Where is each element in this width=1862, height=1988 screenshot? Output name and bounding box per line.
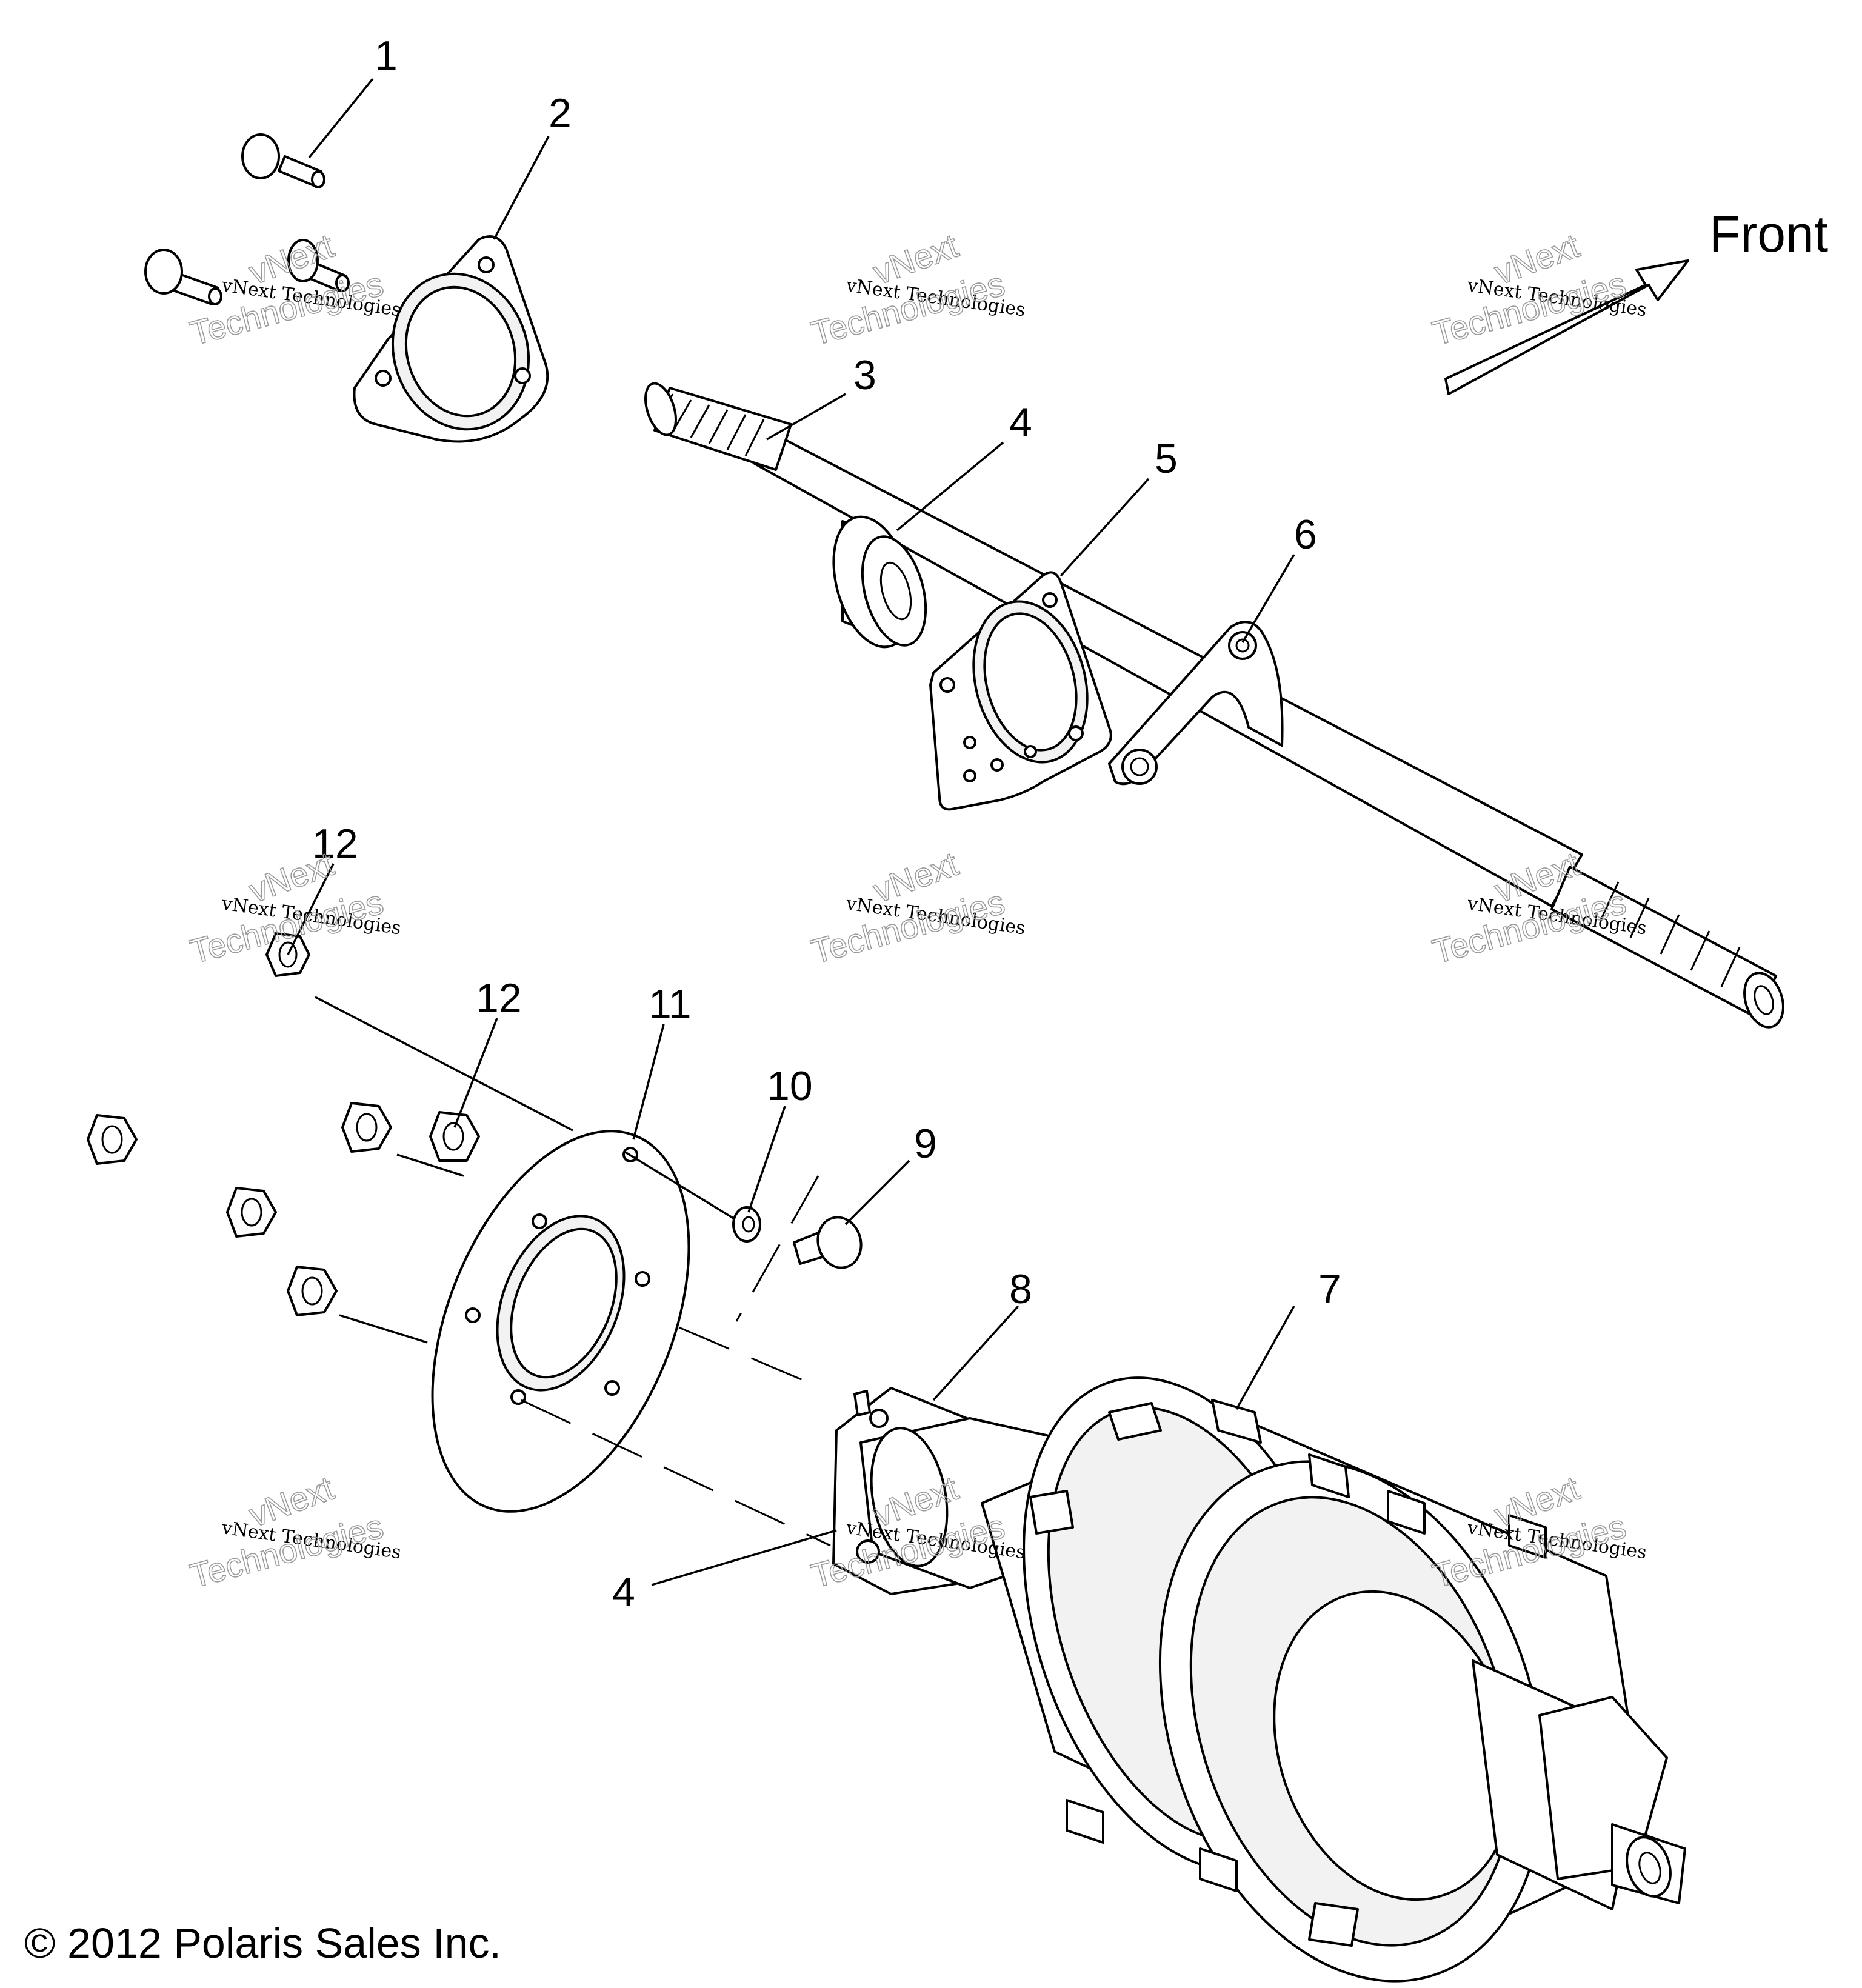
gearcase-7 bbox=[981, 1376, 1686, 1983]
nut bbox=[341, 1102, 392, 1153]
watermark: vNext vNext Technologies Technologies bbox=[807, 225, 1027, 353]
gasket-11 bbox=[431, 1130, 690, 1513]
bolt-1 bbox=[241, 133, 325, 188]
bearing-4 bbox=[832, 515, 927, 649]
callout-1: 1 bbox=[375, 33, 398, 79]
callout-8: 8 bbox=[1009, 1266, 1032, 1312]
nut bbox=[287, 1266, 338, 1316]
leader-lines bbox=[287, 78, 1295, 1586]
watermark: vNext vNext Technologies Technologies bbox=[1428, 844, 1648, 971]
plug-9 bbox=[793, 1216, 863, 1269]
nut-12 bbox=[429, 1111, 480, 1162]
callout-3: 3 bbox=[853, 352, 876, 398]
watermark: vNext vNext Technologies Technologies bbox=[807, 844, 1027, 971]
bolt-1 bbox=[287, 239, 350, 292]
drive-shaft-3 bbox=[644, 382, 1784, 1029]
assembly-lines bbox=[315, 996, 831, 1547]
nut bbox=[87, 1114, 138, 1165]
washer-10 bbox=[732, 1206, 761, 1242]
front-label: Front bbox=[1709, 205, 1828, 262]
callout-12: 12 bbox=[476, 975, 522, 1021]
bearing-flange-2 bbox=[353, 235, 549, 443]
bearing-plate-5 bbox=[929, 571, 1112, 811]
callout-4: 4 bbox=[1009, 399, 1032, 445]
callout-7: 7 bbox=[1318, 1266, 1341, 1312]
copyright-text: © 2012 Polaris Sales Inc. bbox=[24, 1920, 501, 1967]
nut bbox=[226, 1187, 277, 1238]
callout-11: 11 bbox=[649, 981, 692, 1027]
callout-9: 9 bbox=[914, 1121, 937, 1167]
callout-6: 6 bbox=[1294, 512, 1317, 558]
callout-4: 4 bbox=[612, 1569, 635, 1615]
callout-labels: 1 2 3 4 5 6 7 8 9 10 11 12 12 4 bbox=[312, 33, 1341, 1615]
watermark: vNext vNext Technologies Technologies bbox=[1428, 225, 1648, 353]
front-arrow bbox=[1444, 259, 1689, 395]
callout-5: 5 bbox=[1155, 436, 1178, 482]
watermark: vNext vNext Technologies Technologies bbox=[185, 1468, 402, 1595]
callout-2: 2 bbox=[549, 90, 572, 136]
callout-10: 10 bbox=[767, 1063, 813, 1109]
bolt-1 bbox=[144, 248, 222, 305]
callout-12: 12 bbox=[312, 821, 358, 867]
seal-retainer-6 bbox=[1108, 621, 1284, 786]
